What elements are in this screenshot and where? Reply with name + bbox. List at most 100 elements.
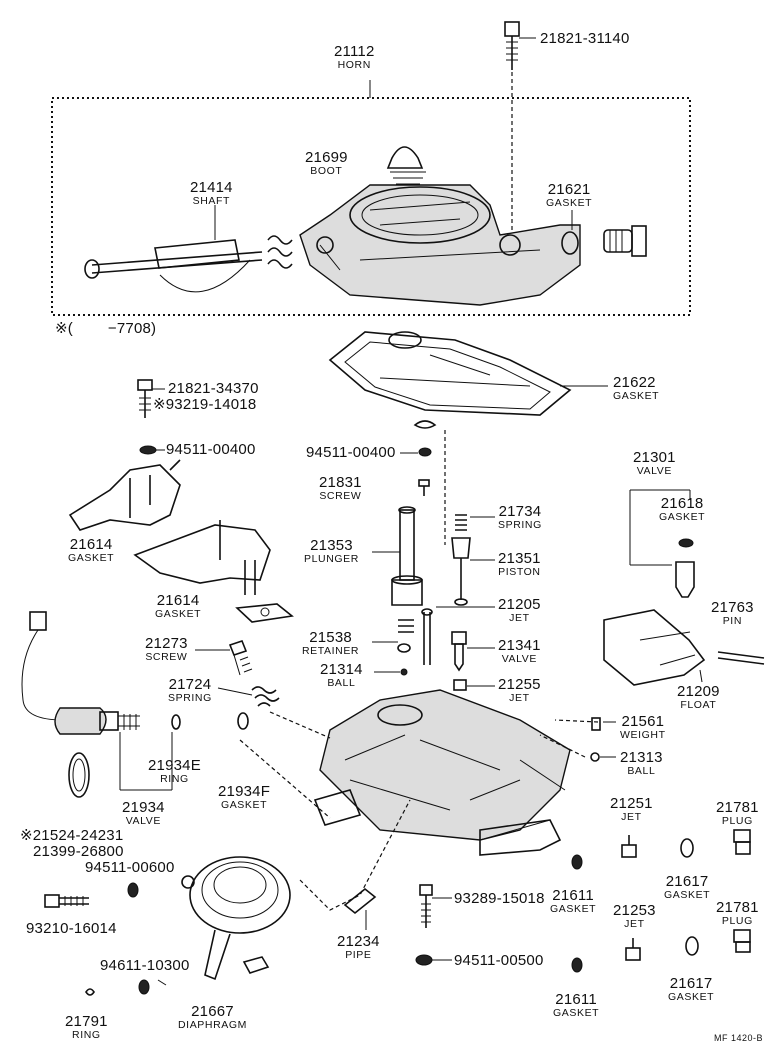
part-number: 94511-00600 bbox=[85, 859, 175, 876]
part-number: 93289-15018 bbox=[454, 890, 545, 907]
part-number: 21781 bbox=[716, 799, 759, 816]
label-gasket-21622: 21622 GASKET bbox=[613, 375, 659, 402]
plug-21781b-part bbox=[733, 929, 751, 953]
bolt-21821-34370-part bbox=[137, 379, 153, 418]
label-gasket-21611b: 21611 GASKET bbox=[553, 992, 599, 1019]
leader-spring-body bbox=[269, 711, 331, 739]
part-name: BOOT bbox=[310, 165, 343, 177]
part-name: PLUNGER bbox=[304, 553, 359, 565]
part-name: GASKET bbox=[68, 552, 115, 564]
label-part-21524: ※21524-24231 bbox=[20, 828, 123, 843]
part-number: 21611 bbox=[552, 887, 594, 904]
part-name: JET bbox=[621, 811, 642, 823]
label-retainer-21538: 21538 RETAINER bbox=[302, 630, 359, 657]
part-name: SHAFT bbox=[192, 195, 231, 207]
label-ring-21934e: 21934E RING bbox=[148, 758, 201, 785]
label-gasket-21617a: 21617 GASKET bbox=[664, 874, 710, 901]
washer-94611-10300-part bbox=[138, 979, 150, 995]
gasket-21621-part bbox=[561, 231, 579, 255]
leader-diaphragm-body bbox=[299, 799, 411, 911]
part-number: 21618 bbox=[660, 495, 704, 512]
part-number: 21255 bbox=[498, 676, 541, 693]
pin-21763-part bbox=[717, 651, 765, 665]
bolt-21821-31140-part bbox=[504, 21, 536, 240]
valve-21934-solenoid-part bbox=[21, 611, 140, 735]
gasket-21611b-part bbox=[571, 957, 583, 973]
part-number: 21209 bbox=[677, 683, 720, 700]
part-number: 21314 bbox=[320, 661, 363, 678]
figure-code: MF 1420-B bbox=[714, 1033, 764, 1043]
ring-21524-inner bbox=[72, 758, 86, 792]
part-name: GASKET bbox=[155, 608, 202, 620]
gasket-21617b-part bbox=[685, 936, 699, 956]
jet-21253-part bbox=[625, 938, 641, 961]
label-bolt-34370: 21821-34370 bbox=[168, 381, 259, 396]
part-number: 21791 bbox=[65, 1013, 108, 1030]
label-piston-21351: 21351 PISTON bbox=[498, 551, 541, 578]
part-number: 21112 bbox=[334, 43, 375, 60]
part-number: 21734 bbox=[498, 503, 542, 520]
label-washer-left: 94511-00400 bbox=[166, 442, 256, 457]
part-name: GASKET bbox=[664, 889, 711, 901]
washer-94511-00600-part bbox=[127, 882, 139, 898]
washer-ring-upper bbox=[413, 420, 437, 429]
part-number: 21273 bbox=[145, 635, 188, 652]
part-number: 94511-00500 bbox=[454, 952, 544, 969]
part-number: 21821-31140 bbox=[540, 30, 630, 47]
part-name: GASKET bbox=[550, 903, 597, 915]
part-name: SPRING bbox=[498, 519, 542, 531]
label-pipe-21234: 21234 PIPE bbox=[337, 934, 380, 961]
part-number: 21301 bbox=[633, 449, 676, 466]
label-ball-21314: 21314 BALL bbox=[320, 662, 363, 689]
jet-21255-part bbox=[453, 679, 467, 691]
part-name: RING bbox=[72, 1029, 101, 1041]
part-number: 21353 bbox=[310, 537, 353, 554]
part-name: PLUG bbox=[721, 815, 753, 827]
part-number: 21253 bbox=[613, 902, 656, 919]
washer-94511-00500-part bbox=[415, 954, 433, 966]
label-valve-21341: 21341 VALVE bbox=[498, 638, 541, 665]
ball-21314-valve-seat bbox=[397, 643, 411, 653]
part-number: 21724 bbox=[168, 676, 212, 693]
float-21209-part bbox=[603, 609, 706, 686]
part-number: ※93219-14018 bbox=[153, 396, 257, 413]
gasket-21617a-part bbox=[680, 838, 694, 858]
spring-21734-part bbox=[455, 514, 467, 531]
spring-21724-part bbox=[251, 686, 280, 707]
part-name: PIN bbox=[722, 615, 743, 627]
part-number: 21611 bbox=[555, 991, 597, 1008]
part-name: DIAPHRAGM bbox=[178, 1019, 247, 1031]
label-spring-21734: 21734 SPRING bbox=[498, 504, 542, 531]
label-horn: 21112 HORN bbox=[334, 44, 375, 71]
part-name: JET bbox=[509, 692, 530, 704]
part-name: GASKET bbox=[659, 511, 706, 523]
horn-assembly-enclosure bbox=[51, 97, 691, 316]
label-washer-00600: 94511-00600 bbox=[85, 860, 175, 875]
label-jet-21251: 21251 JET bbox=[610, 796, 653, 823]
part-number: 21538 bbox=[309, 629, 352, 646]
washer-94511-00400-center-part bbox=[418, 447, 432, 457]
label-jet-21205: 21205 JET bbox=[498, 597, 541, 624]
part-number: 21934E bbox=[148, 757, 201, 774]
part-number: 21614 bbox=[156, 592, 200, 609]
label-ball-21313: 21313 BALL bbox=[620, 750, 663, 777]
part-name: SCREW bbox=[319, 490, 362, 502]
part-number: 21313 bbox=[620, 749, 663, 766]
ring-21934e-part bbox=[171, 714, 181, 730]
label-bolt-top: 21821-31140 bbox=[540, 31, 630, 46]
part-number: 21699 bbox=[305, 149, 348, 166]
part-number: 21341 bbox=[498, 637, 541, 654]
carburetor-body-part bbox=[313, 689, 571, 856]
leader-washer-10300 bbox=[157, 979, 167, 986]
part-number: 93210-16014 bbox=[26, 920, 117, 937]
part-number: 21621 bbox=[547, 181, 591, 198]
part-number: 21251 bbox=[610, 795, 653, 812]
label-washer-10300: 94611-10300 bbox=[100, 958, 190, 973]
part-number: 21934 bbox=[122, 799, 165, 816]
gasket-21618-part bbox=[678, 538, 694, 548]
retainer-21538-part bbox=[398, 619, 414, 633]
part-name: SPRING bbox=[168, 692, 212, 704]
part-name: WEIGHT bbox=[620, 729, 666, 741]
label-bolt-14018: ※93219-14018 bbox=[153, 397, 256, 412]
label-valve-21301: 21301 VALVE bbox=[633, 450, 676, 477]
